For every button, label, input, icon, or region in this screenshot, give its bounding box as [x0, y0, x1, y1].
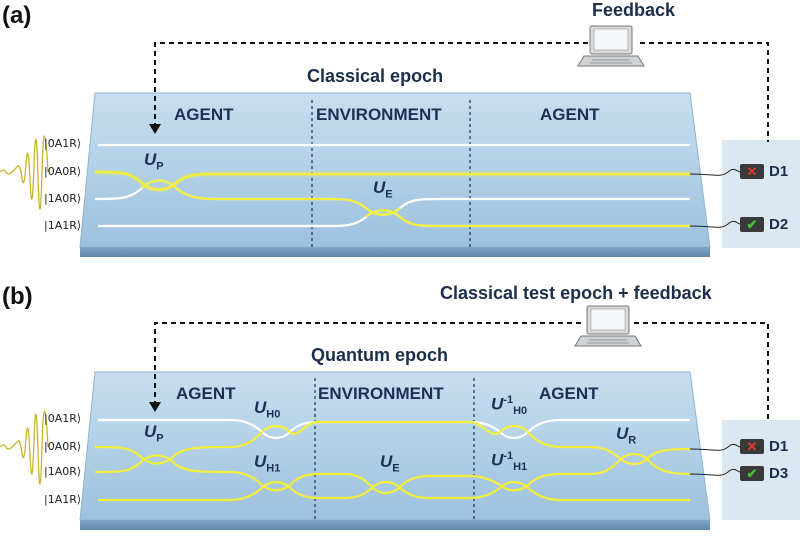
detector-a-d2-label: D2 — [769, 216, 789, 233]
panel-a-label: (a) — [2, 2, 32, 29]
waveguides-a — [94, 143, 690, 228]
waveguide-a-2b — [94, 170, 690, 191]
op-b-uh1: UH1 — [254, 452, 281, 475]
panel-b: ✕ ✔ — [0, 305, 800, 530]
pulse-icon-b — [0, 410, 49, 485]
section-b-agent-left: AGENT — [176, 384, 236, 403]
waveguide-b-up — [261, 420, 529, 435]
panel-a: ✕ ✔ — [0, 25, 800, 257]
waveguide-a-3y — [141, 179, 401, 216]
state-b-3: |1A1R⟩ — [44, 493, 82, 506]
detector-b-d3 — [740, 466, 764, 481]
detector-a-d2-mark: ✔ — [747, 217, 758, 232]
op-b-uh1-inverse: U-1H1 — [491, 450, 528, 474]
classical-epoch-label: Classical epoch — [307, 66, 444, 86]
detector-b-d3-mark: ✔ — [747, 466, 758, 481]
pulse-icon-a — [0, 135, 49, 210]
detector-b-d1-label: D1 — [769, 438, 789, 455]
waveguide-a-4y — [365, 209, 690, 228]
state-b-1: |0A0R⟩ — [44, 440, 82, 453]
state-b-2: |1A0R⟩ — [44, 465, 82, 478]
waveguides-b — [94, 418, 691, 502]
op-b-uh0: UH0 — [254, 398, 281, 421]
op-a-up: UP — [144, 150, 164, 173]
fiber-a-d1 — [689, 168, 741, 176]
feedback-label: Feedback — [592, 0, 676, 20]
section-b-environment: ENVIRONMENT — [318, 384, 444, 403]
test-epoch-label: Classical test epoch + feedback — [440, 283, 712, 303]
detector-a-d1-mark: ✕ — [747, 164, 758, 179]
fiber-b-d3 — [689, 468, 741, 476]
state-b-0: |0A1R⟩ — [44, 412, 82, 425]
detector-b-d1-mark: ✕ — [747, 439, 758, 454]
laptop-icon-b — [574, 305, 642, 347]
laptop-icon — [577, 25, 645, 67]
feedback-arrow-a — [149, 124, 161, 134]
feedback-loop-a — [154, 42, 769, 142]
state-a-3: |1A1R⟩ — [44, 219, 82, 232]
op-b-up: UP — [144, 422, 164, 445]
section-b-agent-right: AGENT — [539, 384, 599, 403]
feedback-loop-b — [154, 322, 769, 422]
feedback-arrow-b — [149, 402, 161, 412]
op-b-ur: UR — [616, 424, 637, 447]
state-a-2: |1A0R⟩ — [44, 192, 82, 205]
op-b-ue: UE — [380, 452, 400, 475]
waveguide-b-2 — [94, 431, 691, 466]
detector-b-d1 — [740, 439, 764, 454]
detector-b-d3-label: D3 — [769, 465, 789, 482]
section-a-agent-left: AGENT — [174, 105, 234, 124]
waveguide-b-4 — [98, 480, 690, 502]
section-a-environment: ENVIRONMENT — [316, 105, 442, 124]
chip-b-side — [80, 520, 710, 530]
chip-a-side — [80, 247, 710, 257]
section-a-agent-right: AGENT — [540, 105, 600, 124]
detector-a-d2 — [740, 217, 764, 232]
state-a-1: |0A0R⟩ — [44, 165, 82, 178]
detector-a-d1 — [740, 164, 764, 179]
quantum-epoch-label: Quantum epoch — [311, 345, 449, 365]
fiber-b-d1 — [689, 443, 741, 451]
panel-b-label: (b) — [2, 283, 33, 310]
state-a-0: |0A1R⟩ — [44, 137, 82, 150]
op-b-uh0-inverse: U-1H0 — [491, 394, 528, 418]
waveguide-b-3 — [94, 452, 691, 495]
detector-a-d1-label: D1 — [769, 163, 789, 180]
op-a-ue: UE — [373, 178, 393, 201]
fiber-a-d2 — [689, 220, 741, 228]
